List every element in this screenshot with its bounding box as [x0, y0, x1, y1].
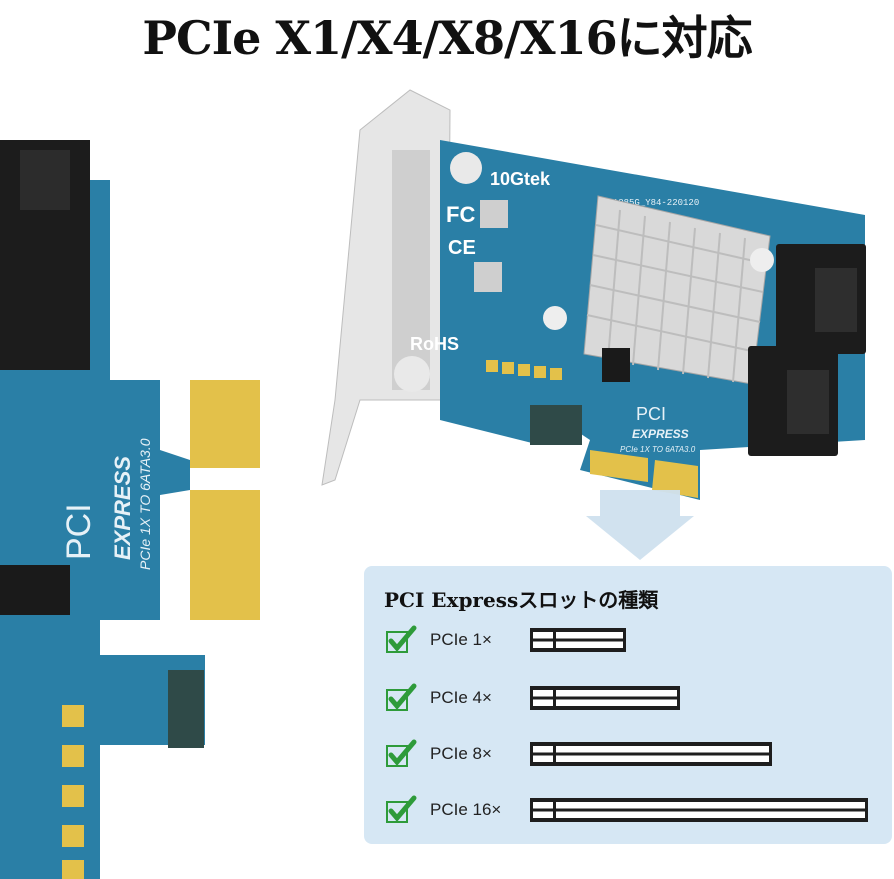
- down-arrow-icon: [586, 490, 694, 560]
- sata-expansion-card: 10Gtek 821885G_Y84-220120 FC CE RoHS: [394, 140, 866, 500]
- checkmark-icon: [386, 739, 417, 767]
- slot-row-1x: PCIe 1×: [384, 624, 884, 658]
- rohs-mark: RoHS: [410, 334, 459, 354]
- ce-mark: CE: [448, 237, 476, 259]
- sata-ports: [748, 244, 866, 456]
- slot-types-panel: PCI Expressスロットの種類 PCIe 1× PCIe 4× P: [364, 566, 892, 844]
- slot-row-8x: PCIe 8×: [384, 738, 884, 772]
- slot-label-8x: PCIe 8×: [430, 744, 492, 763]
- slot-diagram-1x: [530, 628, 626, 652]
- checkmark-icon: [386, 683, 417, 711]
- gold-contacts-b: [652, 460, 698, 498]
- slot-label-16x: PCIe 16×: [430, 800, 502, 819]
- card-pci-logo: PCI: [636, 404, 666, 424]
- page-title: PCIe X1/X4/X8/X16に対応: [142, 11, 752, 65]
- card-desc: PCIe 1X TO 6ATA3.0: [620, 445, 696, 454]
- closeup-board: PCI EXPRESS PCIe 1X TO 6ATA3.0: [0, 140, 260, 879]
- slot-label-4x: PCIe 4×: [430, 688, 492, 707]
- checkmark-icon: [386, 795, 417, 823]
- closeup-express-logo: EXPRESS: [110, 456, 135, 560]
- jumper-pins: [486, 360, 562, 380]
- slot-row-4x: PCIe 4×: [384, 682, 884, 716]
- slot-label-1x: PCIe 1×: [430, 630, 492, 649]
- slot-diagram-16x: [530, 798, 868, 822]
- slot-row-16x: PCIe 16×: [384, 794, 884, 828]
- closeup-pci-logo: PCI: [60, 503, 98, 560]
- card-express-logo: EXPRESS: [632, 427, 689, 441]
- gold-contacts-bottom: [190, 490, 260, 620]
- fc-mark: FC: [446, 202, 475, 227]
- checkmark-icon: [386, 625, 417, 653]
- gold-contacts-a: [590, 450, 648, 482]
- gold-contacts-top: [190, 380, 260, 468]
- slot-diagram-8x: [530, 742, 772, 766]
- closeup-card-desc: PCIe 1X TO 6ATA3.0: [137, 438, 153, 570]
- serial-number: 821885G_Y84-220120: [602, 198, 699, 208]
- mounting-bracket: [321, 89, 451, 486]
- brand-logo: 10Gtek: [490, 169, 551, 189]
- heatsink: [543, 195, 774, 385]
- panel-title: PCI Expressスロットの種類: [384, 588, 659, 612]
- slot-diagram-4x: [530, 686, 680, 710]
